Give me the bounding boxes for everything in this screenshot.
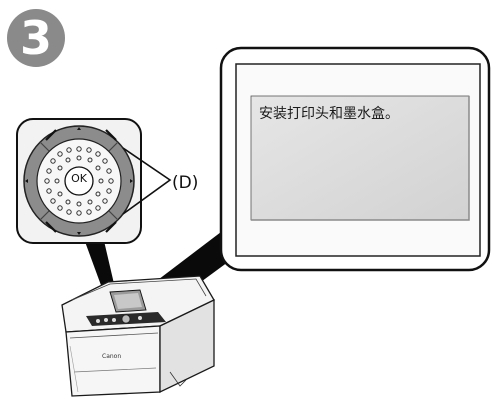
callout-label-d: (D): [172, 173, 199, 193]
lcd-message-text: 安装打印头和墨水盒。: [259, 106, 399, 122]
ok-button-label: OK: [71, 172, 87, 185]
printer-brand: Canon: [102, 353, 121, 360]
printer-illustration: Canon: [61, 275, 215, 397]
callout-leader-lines: [122, 147, 172, 215]
control-dial-closeup: [16, 118, 142, 244]
step-number-badge: 3: [7, 9, 65, 67]
ok-button: [64, 166, 94, 196]
lcd-screen-closeup: [219, 46, 491, 272]
lcd-message-area: [250, 95, 470, 221]
